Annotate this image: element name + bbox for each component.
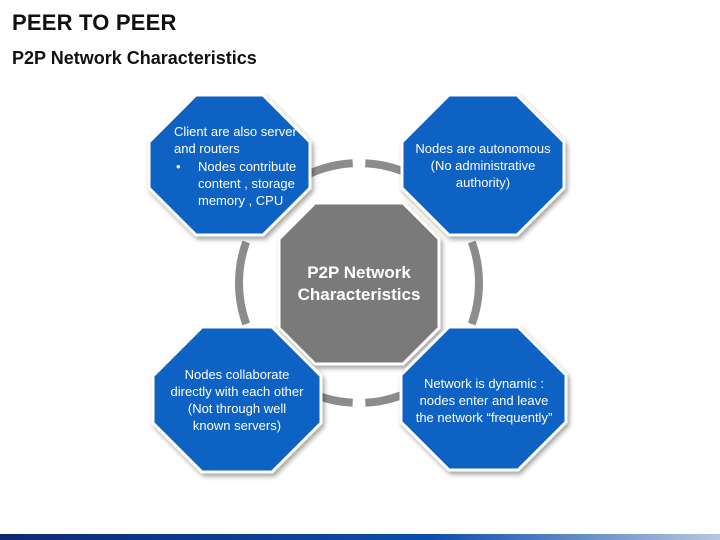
ring-segment-left — [234, 240, 250, 326]
node-bottom-left: Nodes collaborate directly with each oth… — [170, 367, 304, 433]
node-top-right-octagon — [400, 93, 566, 237]
ring-segment-right — [468, 240, 484, 326]
center-octagon — [277, 201, 441, 366]
center-label: P2P Network Characteristics — [297, 263, 421, 304]
node-top-left: Client are also server and routers • Nod… — [174, 116, 304, 216]
node-bottom-left-octagon — [151, 325, 323, 474]
footer-bar — [0, 534, 720, 540]
node-top-left-line: Client are also server and routers — [174, 124, 297, 156]
node-top-left-bullet-text: Nodes contribute content , storage memor… — [198, 159, 297, 208]
node-top-right: Nodes are autonomous (No administrative … — [415, 140, 551, 190]
bullet-icon: • — [176, 159, 181, 174]
node-top-left-bullet: • Nodes contribute content , storage mem… — [174, 158, 304, 209]
page-subtitle: P2P Network Characteristics — [12, 48, 257, 68]
node-top-left-octagon — [147, 93, 312, 237]
page-title: PEER TO PEER — [12, 10, 177, 35]
node-bottom-right: Network is dynamic : nodes enter and lea… — [415, 375, 553, 425]
node-bottom-right-octagon — [399, 325, 568, 472]
